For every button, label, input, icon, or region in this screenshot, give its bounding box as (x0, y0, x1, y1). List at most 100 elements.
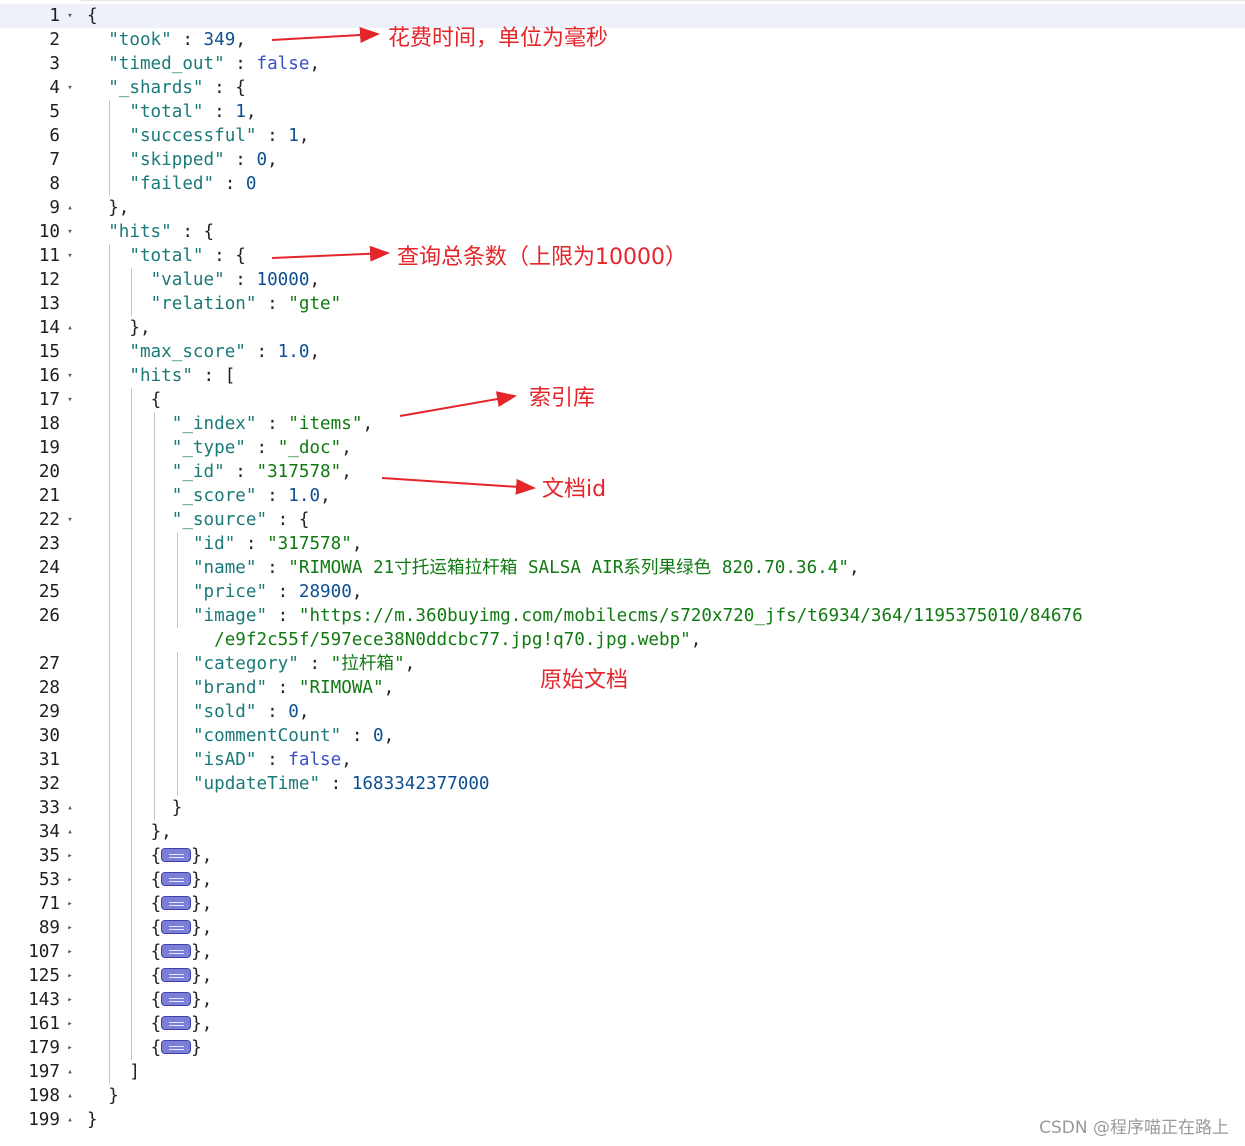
line-number: 5 (49, 102, 60, 122)
code-line[interactable]: 31 "isAD" : false, (0, 748, 1245, 772)
code-line[interactable]: 3 "timed_out" : false, (0, 52, 1245, 76)
code-line[interactable]: 161▸ {}, (0, 1012, 1245, 1036)
fold-toggle-icon[interactable]: ▸ (67, 923, 73, 933)
code-text: {}, (150, 1014, 213, 1034)
code-line[interactable]: 27 "category" : "拉杆箱", (0, 652, 1245, 676)
fold-toggle-icon[interactable]: ▴ (67, 203, 73, 213)
collapsed-object-icon[interactable] (161, 1039, 192, 1054)
code-text: "id" : "317578", (192, 534, 363, 554)
code-line[interactable]: 5 "total" : 1, (0, 100, 1245, 124)
line-number-gutter (0, 0, 80, 1146)
code-line[interactable]: 19 "_type" : "_doc", (0, 436, 1245, 460)
fold-toggle-icon[interactable]: ▴ (67, 827, 73, 837)
code-line[interactable]: 6 "successful" : 1, (0, 124, 1245, 148)
fold-toggle-icon[interactable]: ▸ (67, 1043, 73, 1053)
code-line[interactable]: 7 "skipped" : 0, (0, 148, 1245, 172)
code-line[interactable]: 28 "brand" : "RIMOWA", (0, 676, 1245, 700)
collapsed-object-icon[interactable] (161, 1015, 192, 1030)
fold-toggle-icon[interactable]: ▴ (67, 1067, 73, 1077)
code-line[interactable]: 1▾{ (0, 4, 1245, 28)
fold-toggle-icon[interactable]: ▸ (67, 851, 73, 861)
code-line[interactable]: 12 "value" : 10000, (0, 268, 1245, 292)
line-number: 11 (38, 246, 60, 266)
code-line[interactable]: 11▾ "total" : { (0, 244, 1245, 268)
fold-toggle-icon[interactable]: ▸ (67, 875, 73, 885)
line-number: 10 (38, 222, 60, 242)
collapsed-object-icon[interactable] (161, 919, 192, 934)
fold-toggle-icon[interactable]: ▾ (67, 371, 73, 381)
code-text: { (150, 390, 162, 410)
fold-toggle-icon[interactable]: ▴ (67, 323, 73, 333)
code-line[interactable]: 179▸ {} (0, 1036, 1245, 1060)
fold-toggle-icon[interactable]: ▾ (67, 11, 73, 21)
line-number: 179 (28, 1038, 60, 1058)
fold-toggle-icon[interactable]: ▾ (67, 515, 73, 525)
code-line[interactable]: 30 "commentCount" : 0, (0, 724, 1245, 748)
fold-toggle-icon[interactable]: ▸ (67, 947, 73, 957)
code-line[interactable]: 35▸ {}, (0, 844, 1245, 868)
line-number: 13 (38, 294, 60, 314)
code-line[interactable]: 9▴ }, (0, 196, 1245, 220)
code-line[interactable]: 17 ▾ { (0, 388, 1245, 412)
code-line[interactable]: 33▴ } (0, 796, 1245, 820)
indent-guide (177, 652, 178, 796)
fold-toggle-icon[interactable]: ▴ (67, 803, 73, 813)
code-text: /e9f2c55f/597ece38N0ddcbc77.jpg!q70.jpg.… (214, 630, 702, 650)
collapsed-object-icon[interactable] (161, 895, 192, 910)
code-line[interactable]: 2 "took" : 349, (0, 28, 1245, 52)
collapsed-object-icon[interactable] (161, 871, 192, 886)
code-line[interactable]: 89▸ {}, (0, 916, 1245, 940)
line-number: 30 (38, 726, 60, 746)
collapsed-object-icon[interactable] (161, 991, 192, 1006)
code-line[interactable]: 53▸ {}, (0, 868, 1245, 892)
code-line[interactable]: 107▸ {}, (0, 940, 1245, 964)
code-line[interactable]: 29 "sold" : 0, (0, 700, 1245, 724)
fold-toggle-icon[interactable]: ▸ (67, 995, 73, 1005)
fold-toggle-icon[interactable]: ▾ (67, 227, 73, 237)
code-line[interactable]: 15 "max_score" : 1.0, (0, 340, 1245, 364)
code-line[interactable]: 24 "name" : "RIMOWA 21寸托运箱拉杆箱 SALSA AIR系… (0, 556, 1245, 580)
code-text: "skipped" : 0, (129, 150, 278, 170)
code-text: "took" : 349, (108, 30, 246, 50)
collapsed-object-icon[interactable] (161, 847, 192, 862)
code-line[interactable]: 16▾ "hits" : [ (0, 364, 1245, 388)
code-text: {}, (150, 870, 213, 890)
line-number: 17 (38, 390, 60, 410)
fold-toggle-icon[interactable]: ▸ (67, 899, 73, 909)
code-line[interactable]: 20 "_id" : "317578", (0, 460, 1245, 484)
json-editor[interactable]: 1▾{2 "took" : 349,3 "timed_out" : false,… (0, 4, 1245, 1132)
code-line[interactable]: 197▴ ] (0, 1060, 1245, 1084)
code-line[interactable]: 199▴} (0, 1108, 1245, 1132)
code-text: {}, (150, 846, 213, 866)
code-line[interactable]: /e9f2c55f/597ece38N0ddcbc77.jpg!q70.jpg.… (0, 628, 1245, 652)
code-line[interactable]: 34▴ }, (0, 820, 1245, 844)
code-line[interactable]: 32 "updateTime" : 1683342377000 (0, 772, 1245, 796)
code-text: "hits" : { (108, 222, 215, 242)
line-number: 107 (28, 942, 60, 962)
code-line[interactable]: 8 "failed" : 0 (0, 172, 1245, 196)
collapsed-object-icon[interactable] (161, 943, 192, 958)
code-line[interactable]: 22▾ "_source" : { (0, 508, 1245, 532)
code-line[interactable]: 13 "relation" : "gte" (0, 292, 1245, 316)
code-line[interactable]: 23 "id" : "317578", (0, 532, 1245, 556)
line-number: 6 (49, 126, 60, 146)
fold-toggle-icon[interactable]: ▴ (67, 1115, 73, 1125)
code-line[interactable]: 4▾ "_shards" : { (0, 76, 1245, 100)
code-line[interactable]: 26 "image" : "https://m.360buyimg.com/mo… (0, 604, 1245, 628)
fold-toggle-icon[interactable]: ▾ (67, 83, 73, 93)
code-line[interactable]: 10 ▾ "hits" : { (0, 220, 1245, 244)
fold-toggle-icon[interactable]: ▾ (67, 395, 73, 405)
code-line[interactable]: 198▴ } (0, 1084, 1245, 1108)
fold-toggle-icon[interactable]: ▸ (67, 1019, 73, 1029)
code-line[interactable]: 21 "_score" : 1.0, (0, 484, 1245, 508)
code-line[interactable]: 18 "_index" : "items", (0, 412, 1245, 436)
code-line[interactable]: 25 "price" : 28900, (0, 580, 1245, 604)
fold-toggle-icon[interactable]: ▴ (67, 1091, 73, 1101)
collapsed-object-icon[interactable] (161, 967, 192, 982)
fold-toggle-icon[interactable]: ▸ (67, 971, 73, 981)
code-line[interactable]: 143▸ {}, (0, 988, 1245, 1012)
fold-toggle-icon[interactable]: ▾ (67, 251, 73, 261)
code-line[interactable]: 71▸ {}, (0, 892, 1245, 916)
code-line[interactable]: 14▴ }, (0, 316, 1245, 340)
code-line[interactable]: 125▸ {}, (0, 964, 1245, 988)
